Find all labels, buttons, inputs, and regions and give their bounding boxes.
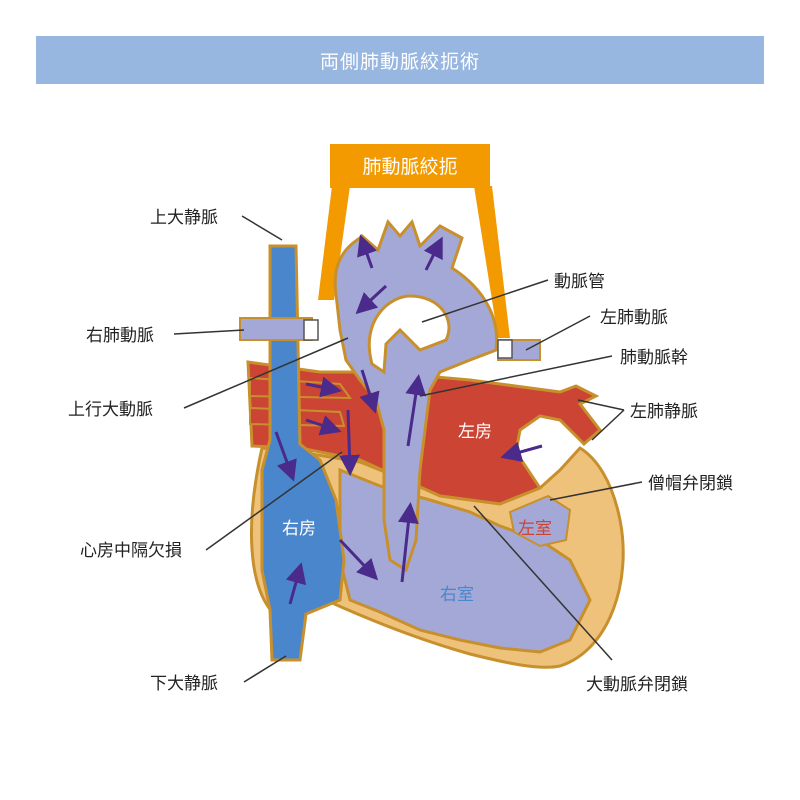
banding-callout: 肺動脈絞扼	[318, 144, 510, 338]
label-pa-trunk: 肺動脈幹	[620, 347, 688, 368]
label-ductus: 動脈管	[554, 272, 605, 292]
label-rpa: 右肺動脈	[86, 326, 154, 346]
banding-banner-label: 肺動脈絞扼	[362, 156, 457, 178]
label-asd: 心房中隔欠損	[80, 541, 182, 561]
left-band	[497, 339, 513, 359]
label-ascending-aorta: 上行大動脈	[68, 400, 153, 420]
label-right-ventricle: 右室	[440, 585, 474, 605]
page-title: 両側肺動脈絞扼術	[36, 36, 764, 84]
label-lpa: 左肺動脈	[600, 308, 668, 328]
label-right-atrium: 右房	[282, 519, 316, 539]
label-lpv: 左肺静脈	[630, 402, 698, 422]
label-left-ventricle: 左室	[518, 519, 552, 539]
leader-lines	[173, 215, 643, 683]
label-av-closure: 大動脈弁閉鎖	[586, 675, 688, 695]
right-band	[303, 319, 319, 341]
banding-banner	[330, 144, 490, 188]
right-atrium	[260, 244, 346, 662]
label-ivc: 下大静脈	[150, 674, 218, 694]
flow-arrows	[274, 234, 543, 605]
label-left-atrium: 左房	[458, 422, 492, 442]
label-mv-closure: 僧帽弁閉鎖	[648, 474, 733, 494]
label-svc: 上大静脈	[150, 208, 218, 228]
